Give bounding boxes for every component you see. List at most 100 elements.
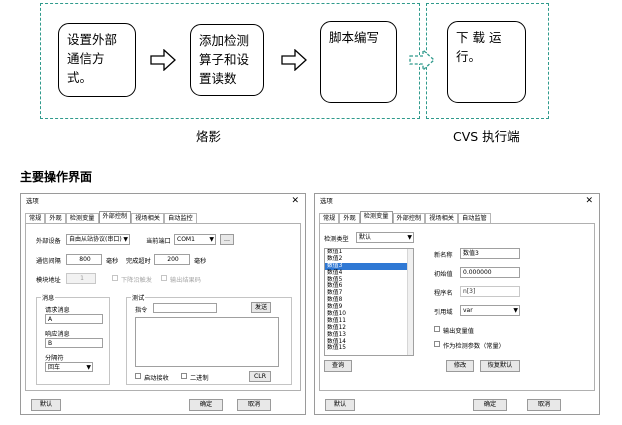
tab-field[interactable]: 视场相关 [425, 213, 458, 223]
close-icon[interactable]: ✕ [585, 196, 593, 206]
tab-appearance[interactable]: 外观 [45, 213, 66, 223]
chevron-down-icon: ▼ [209, 236, 214, 243]
message-group: 消息 请求消息 A 响应消息 B 分隔符 回车▼ [36, 293, 110, 385]
interval-field[interactable]: 800 [66, 254, 102, 265]
browse-button[interactable]: ... [220, 234, 234, 245]
list-item[interactable]: 数值12 [327, 324, 346, 331]
flow-arrow-3 [409, 49, 435, 71]
restore-default-button[interactable]: 恢复默认 [480, 360, 520, 372]
query-button[interactable]: 查询 [324, 360, 352, 372]
timeout-unit: 毫秒 [194, 258, 207, 265]
tab-external-control[interactable]: 外部控制 [98, 211, 132, 223]
flow-step-comm: 设置外部通信方式。 [58, 23, 136, 97]
var-type-label: 检测类型 [324, 236, 349, 243]
dialog-titlebar: 选项 ✕ [315, 194, 599, 208]
dialog-title: 选项 [26, 197, 39, 205]
default-button[interactable]: 默认 [325, 399, 355, 411]
tab-general[interactable]: 常规 [319, 213, 340, 223]
module-field[interactable]: 1 [66, 273, 96, 284]
flow-arrow-1 [150, 49, 176, 71]
flow-step-download: 下 载 运行。 [447, 21, 526, 103]
list-item[interactable]: 数值4 [327, 269, 343, 276]
tab-variables[interactable]: 检测变量 [65, 213, 99, 223]
port-select[interactable]: COM1▼ [174, 234, 216, 245]
receive-area[interactable] [135, 317, 279, 367]
tab-panel: 外部设备 自由从站协议(串口)▼ 当前端口 COM1▼ ... 通信间隔 800… [25, 223, 301, 391]
cancel-button[interactable]: 取消 [237, 399, 271, 411]
ext-device-select[interactable]: 自由从站协议(串口)▼ [66, 234, 130, 245]
output-code-checkbox[interactable] [161, 275, 167, 281]
interval-label: 通信间隔 [36, 258, 61, 265]
list-item[interactable]: 数值1 [327, 249, 343, 255]
command-label: 指令 [135, 307, 148, 314]
init-field[interactable]: 0.000000 [460, 267, 520, 278]
cancel-button[interactable]: 取消 [527, 399, 561, 411]
var-type-select[interactable]: 默认▼ [356, 232, 414, 243]
chevron-down-icon: ▼ [123, 236, 128, 243]
separator-select[interactable]: 回车▼ [45, 362, 93, 372]
name-field[interactable]: 数值3 [460, 248, 520, 259]
port-label: 当前端口 [146, 238, 171, 245]
name-label: 新名称 [434, 252, 453, 259]
ext-device-label: 外部设备 [36, 238, 61, 245]
binary-label: 二进制 [190, 375, 209, 382]
flow-arrow-2 [281, 49, 307, 71]
tab-general[interactable]: 常规 [25, 213, 46, 223]
flow-step-script: 脚本编写 [320, 21, 397, 103]
options-dialog-variables: 选项✕ 常规 外观 检测变量 外部控制 视场相关 自动监管 检测类型 默认▼ 数… [314, 193, 600, 415]
modify-button[interactable]: 修改 [446, 360, 474, 372]
list-scrollbar[interactable] [407, 249, 413, 355]
falling-edge-label: 下降沿触发 [121, 277, 152, 284]
separator-label: 分隔符 [45, 355, 64, 362]
list-item[interactable]: 数值13 [327, 331, 346, 338]
chevron-down-icon: ▼ [86, 364, 91, 371]
ok-button[interactable]: 确定 [473, 399, 507, 411]
list-item[interactable]: 数值6 [327, 283, 343, 290]
test-group-title: 测试 [131, 293, 146, 302]
caption-left: 烙影 [196, 129, 222, 144]
auto-receive-label: 启动接收 [144, 375, 169, 382]
list-item[interactable]: 数值8 [327, 297, 343, 304]
list-item[interactable]: 数值2 [327, 255, 343, 262]
list-item[interactable]: 数值11 [327, 317, 346, 324]
list-item[interactable]: 数值5 [327, 276, 343, 283]
output-var-label: 输出变量值 [443, 328, 474, 335]
output-code-label: 输出结果码 [170, 277, 201, 284]
close-icon[interactable]: ✕ [291, 196, 299, 206]
command-field[interactable] [153, 303, 217, 313]
list-item[interactable]: 数值10 [327, 311, 346, 318]
ok-button[interactable]: 确定 [189, 399, 223, 411]
default-button[interactable]: 默认 [31, 399, 61, 411]
section-heading: 主要操作界面 [20, 170, 93, 184]
ref-select[interactable]: var▼ [460, 305, 520, 316]
output-var-checkbox[interactable] [434, 326, 440, 332]
request-field[interactable]: A [45, 314, 103, 324]
auto-receive-checkbox[interactable] [135, 373, 141, 379]
timeout-field[interactable]: 200 [154, 254, 190, 265]
chevron-down-icon: ▼ [407, 234, 412, 241]
falling-edge-checkbox[interactable] [112, 275, 118, 281]
clear-button[interactable]: CLR [249, 371, 271, 382]
list-item[interactable]: 数值9 [327, 304, 343, 311]
as-param-checkbox[interactable] [434, 341, 440, 347]
send-button[interactable]: 发送 [251, 302, 271, 313]
response-label: 响应消息 [45, 331, 70, 338]
list-item[interactable]: 数值14 [327, 338, 346, 345]
tab-field[interactable]: 视场相关 [131, 213, 164, 223]
chevron-down-icon: ▼ [513, 307, 518, 314]
list-item[interactable]: 数值7 [327, 290, 343, 297]
tab-auto-monitor[interactable]: 自动监管 [458, 213, 491, 223]
tab-auto-monitor[interactable]: 自动监控 [164, 213, 197, 223]
dialog-title: 选项 [320, 197, 333, 205]
flow-step-detect: 添加检测算子和设置读数 [190, 24, 264, 96]
tab-external-control[interactable]: 外部控制 [392, 213, 426, 223]
response-field[interactable]: B [45, 338, 103, 348]
tab-appearance[interactable]: 外观 [339, 213, 360, 223]
interval-unit: 毫秒 [106, 258, 119, 265]
tab-variables[interactable]: 检测变量 [359, 211, 393, 223]
binary-checkbox[interactable] [181, 373, 187, 379]
list-item[interactable]: 数值3 [325, 262, 413, 270]
list-item[interactable]: 数值15 [327, 345, 346, 352]
